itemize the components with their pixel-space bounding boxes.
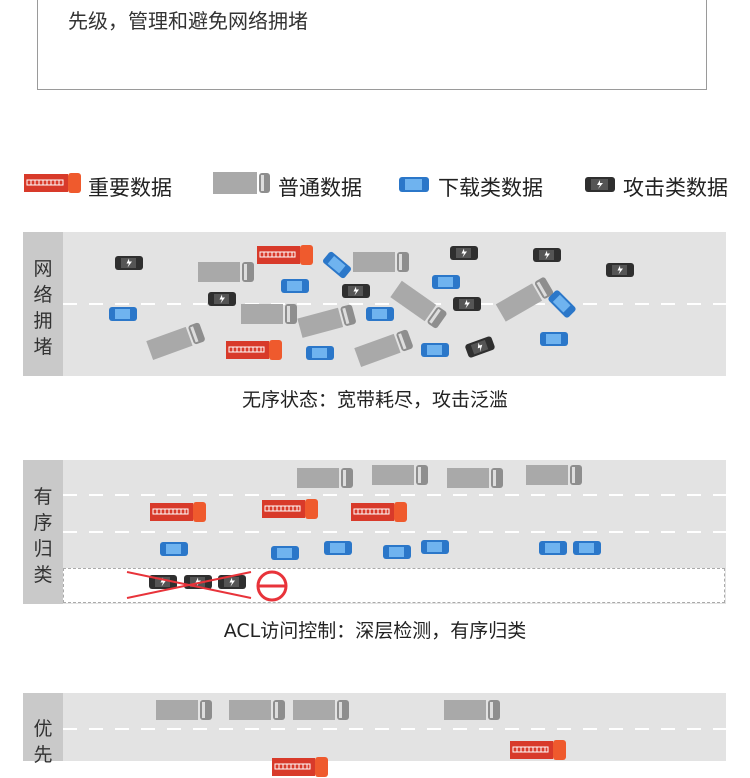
acl-black-vehicle-icon <box>218 575 246 589</box>
priority-red-vehicle-icon <box>510 740 566 760</box>
congestion-black-vehicle-icon <box>533 248 561 262</box>
congestion-gray-vehicle-icon <box>297 304 356 338</box>
congestion-blue-vehicle-icon <box>366 307 394 321</box>
acl-blue-vehicle-icon <box>271 546 299 560</box>
acl-gray-vehicle-icon <box>447 468 503 488</box>
road-priority <box>23 693 726 761</box>
congestion-blue-vehicle-icon <box>540 332 568 346</box>
congestion-red-vehicle-icon <box>226 340 282 360</box>
side-bar-priority <box>23 693 63 761</box>
congestion-red-vehicle-icon <box>257 245 313 265</box>
congestion-blue-vehicle-icon <box>421 343 449 357</box>
priority-red-vehicle-icon <box>272 757 328 777</box>
priority-gray-vehicle-icon <box>229 700 285 720</box>
side-label-priority: 优 先 <box>33 718 53 766</box>
congestion-blue-vehicle-icon <box>306 346 334 360</box>
congestion-gray-vehicle-icon <box>495 277 554 322</box>
acl-blue-vehicle-icon <box>383 545 411 559</box>
legend-red-truck-icon <box>24 173 81 193</box>
lane-divider-priority <box>63 728 726 730</box>
legend-gray-truck-icon <box>213 172 270 194</box>
congestion-black-vehicle-icon <box>208 292 236 306</box>
congestion-blue-vehicle-icon <box>323 251 351 279</box>
congestion-blue-vehicle-icon <box>432 275 460 289</box>
congestion-black-vehicle-icon <box>606 263 634 277</box>
acl-blue-vehicle-icon <box>324 541 352 555</box>
congestion-blue-vehicle-icon <box>281 279 309 293</box>
acl-gray-vehicle-icon <box>372 465 428 485</box>
acl-red-vehicle-icon <box>150 502 206 522</box>
side-label-congestion: 网 络 拥 堵 <box>33 258 53 358</box>
congestion-gray-vehicle-icon <box>353 252 409 272</box>
congestion-black-vehicle-icon <box>342 284 370 298</box>
legend-label-attack: 攻击类数据 <box>623 176 728 200</box>
side-bar-congestion <box>23 232 63 376</box>
congestion-gray-vehicle-icon <box>354 329 413 367</box>
congestion-gray-vehicle-icon <box>241 304 297 324</box>
congestion-gray-vehicle-icon <box>146 322 205 360</box>
acl-blue-vehicle-icon <box>160 542 188 556</box>
acl-blue-vehicle-icon <box>539 541 567 555</box>
congestion-blue-vehicle-icon <box>548 290 576 318</box>
acl-red-vehicle-icon <box>351 502 407 522</box>
acl-gray-vehicle-icon <box>526 465 582 485</box>
no-entry-icon <box>256 570 288 602</box>
legend-blue-car-icon <box>399 177 429 192</box>
legend-label-normal: 普通数据 <box>278 176 362 200</box>
lane-divider-congestion <box>63 303 726 305</box>
acl-red-vehicle-icon <box>262 499 318 519</box>
legend-black-car-icon <box>585 177 615 192</box>
congestion-gray-vehicle-icon <box>198 262 254 282</box>
congestion-black-vehicle-icon <box>450 246 478 260</box>
acl-gray-vehicle-icon <box>297 468 353 488</box>
priority-gray-vehicle-icon <box>444 700 500 720</box>
acl-blue-vehicle-icon <box>573 541 601 555</box>
side-bar-acl <box>23 460 63 604</box>
intro-box <box>37 0 707 90</box>
lane-dividers-acl <box>63 494 726 533</box>
acl-blue-vehicle-icon <box>421 540 449 554</box>
legend-label-important: 重要数据 <box>88 176 172 200</box>
caption-acl: ACL访问控制：深层检测，有序归类 <box>223 620 527 642</box>
caption-congestion: 无序状态：宽带耗尽，攻击泛滥 <box>241 389 508 411</box>
congestion-black-vehicle-icon <box>115 256 143 270</box>
congestion-black-vehicle-icon <box>465 336 495 358</box>
priority-gray-vehicle-icon <box>156 700 212 720</box>
congestion-gray-vehicle-icon <box>390 280 447 329</box>
cross-out-icon <box>126 571 252 599</box>
side-label-acl: 有 序 归 类 <box>33 486 53 586</box>
intro-text: 先级，管理和避免网络拥堵 <box>68 9 308 33</box>
congestion-black-vehicle-icon <box>453 297 481 311</box>
congestion-blue-vehicle-icon <box>109 307 137 321</box>
priority-gray-vehicle-icon <box>293 700 349 720</box>
legend-label-download: 下载类数据 <box>438 176 543 200</box>
